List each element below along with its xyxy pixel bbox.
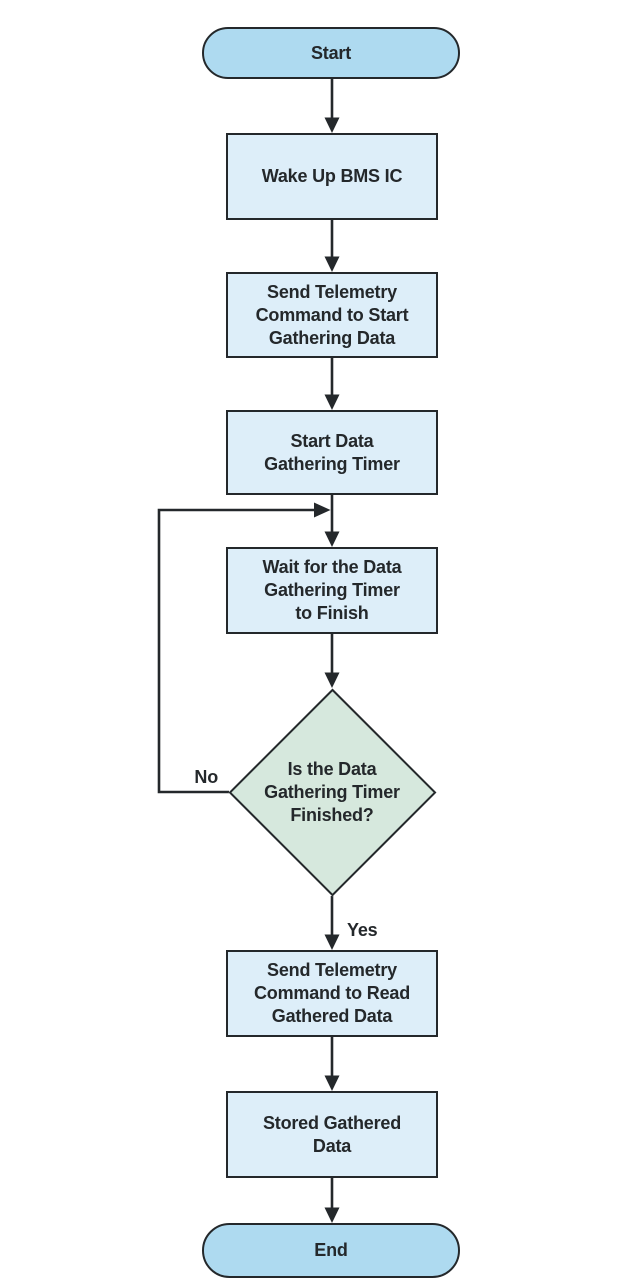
node-timer-label: Start Data Gathering Timer	[264, 430, 400, 474]
node-wake-label: Wake Up BMS IC	[261, 166, 403, 186]
node-stored-gathered-data: Stored Gathered Data	[226, 1091, 438, 1178]
arrowhead-down-icon	[324, 531, 340, 547]
node-send-telemetry-start: Send Telemetry Command to Start Gatherin…	[226, 272, 438, 358]
node-start-data-gathering-timer: Start Data Gathering Timer	[226, 410, 438, 495]
no-loop-path	[157, 508, 314, 794]
node-end: End	[202, 1223, 460, 1278]
node-send-telemetry-read: Send Telemetry Command to Read Gathered …	[226, 950, 438, 1037]
node-end-label: End	[314, 1240, 348, 1260]
node-stored-label: Stored Gathered Data	[262, 1112, 402, 1156]
edge-label-no: No	[194, 767, 218, 787]
arrowhead-down-icon	[324, 256, 340, 272]
node-decision: Is the Data Gathering Timer Finished?	[237, 755, 427, 829]
arrowhead-down-icon	[324, 117, 340, 133]
node-sendread-label: Send Telemetry Command to Read Gathered …	[253, 960, 410, 1026]
node-wait-label: Wait for the Data Gathering Timer to Fin…	[262, 557, 402, 623]
node-start: Start	[202, 27, 460, 79]
arrowhead-down-icon	[324, 1075, 340, 1091]
node-wake-up-bms-ic: Wake Up BMS IC	[226, 133, 438, 220]
arrowhead-down-icon	[324, 934, 340, 950]
arrowhead-down-icon	[324, 1207, 340, 1223]
edge-label-yes: Yes	[347, 920, 378, 940]
node-start-label: Start	[310, 42, 351, 63]
node-sendstart-label: Send Telemetry Command to Start Gatherin…	[255, 281, 409, 348]
arrowhead-right-icon	[314, 502, 331, 518]
arrowhead-down-icon	[324, 672, 340, 688]
arrowhead-down-icon	[324, 394, 340, 410]
node-wait-for-timer: Wait for the Data Gathering Timer to Fin…	[226, 547, 438, 634]
node-decision-label: Is the Data Gathering Timer Finished?	[264, 758, 400, 825]
